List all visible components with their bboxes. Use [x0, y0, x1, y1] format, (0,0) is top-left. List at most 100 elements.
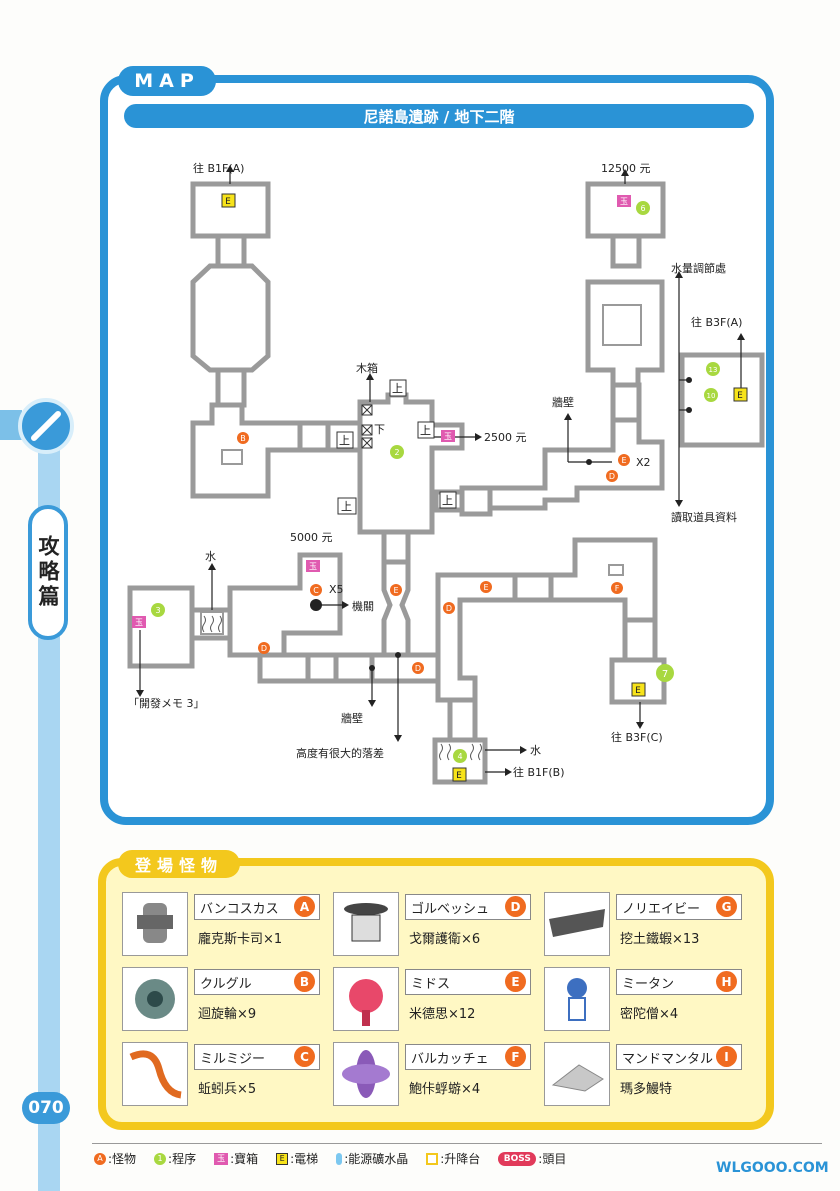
legend-item-lift: :升降台	[426, 1150, 480, 1167]
watermark: WLGOOO.COM	[716, 1160, 829, 1176]
monster-letter-badge: H	[716, 971, 737, 992]
label-to-b1f-a: 往 B1F(A)	[193, 161, 244, 175]
svg-text:4: 4	[457, 752, 462, 761]
svg-text:E: E	[225, 197, 231, 207]
monster-letter-badge: B	[294, 971, 315, 992]
svg-text:10: 10	[707, 392, 716, 400]
legend-item-monster: A:怪物	[94, 1150, 136, 1167]
label-water-left: 水	[205, 550, 216, 563]
chest-markers: 玉 玉 玉 玉	[132, 195, 631, 628]
svg-text:6: 6	[640, 204, 645, 213]
label-water-control: 水量調節處	[671, 261, 726, 275]
monster-cn-name: 蚯蚓兵×5	[198, 1082, 257, 1097]
map-arrows	[139, 172, 742, 773]
up-label: 上	[442, 494, 453, 507]
svg-text:13: 13	[709, 366, 718, 374]
map-title: 尼諾島遺跡 / 地下二階	[124, 104, 754, 128]
monster-letter-badge: C	[294, 1046, 315, 1067]
monster-cn-name: 迴旋輪×9	[198, 1007, 257, 1022]
label-x2: X2	[636, 456, 651, 469]
legend-item-program: 1:程序	[154, 1150, 196, 1167]
svg-text:D: D	[609, 472, 615, 481]
up-label: 上	[420, 424, 431, 437]
up-label: 上	[341, 500, 352, 513]
svg-text:7: 7	[662, 669, 668, 680]
monster-card: ミルミジー C 蚯蚓兵×5	[122, 1042, 330, 1106]
svg-text:C: C	[313, 586, 319, 595]
monster-image	[122, 892, 188, 956]
side-band	[0, 410, 22, 440]
legend-item-boss: BOSS:頭目	[498, 1150, 566, 1167]
monster-letter-badge: G	[716, 896, 737, 917]
legend-item-crystal: :能源礦水晶	[336, 1150, 408, 1167]
svg-text:E: E	[393, 586, 398, 595]
chapter-label: 攻略篇	[36, 535, 60, 610]
legend-item-elevator: E:電梯	[276, 1150, 318, 1167]
svg-text:E: E	[621, 456, 626, 465]
monster-letter-badge: F	[505, 1046, 526, 1067]
up-label: 上	[392, 382, 403, 395]
monster-tab: 登場怪物	[118, 850, 240, 878]
monster-cn-name: 戈爾護衛×6	[409, 932, 481, 947]
label-wall-bottom: 牆壁	[341, 711, 363, 725]
monster-card: ゴルベッシュ D 戈爾護衛×6	[333, 892, 541, 956]
lift-icon	[426, 1152, 439, 1165]
legend: A:怪物 1:程序 玉:寶箱 E:電梯 :能源礦水晶 :升降台 BOSS:頭目	[92, 1143, 822, 1173]
no-entry-icon	[18, 398, 74, 454]
svg-text:E: E	[635, 686, 641, 696]
monster-image	[333, 967, 399, 1031]
monster-image	[544, 1042, 610, 1106]
monster-letter-badge: D	[505, 896, 526, 917]
label-read-item: 讀取道具資料	[671, 510, 737, 524]
monster-image	[544, 967, 610, 1031]
chapter-tab: 攻略篇	[28, 505, 68, 640]
monster-card: ミドス E 米德思×12	[333, 967, 541, 1031]
svg-text:D: D	[446, 604, 452, 613]
svg-text:D: D	[261, 644, 267, 653]
legend-item-chest: 玉:寶箱	[214, 1150, 258, 1167]
monster-card: バンコスカス A 龐克斯卡司×1	[122, 892, 330, 956]
monster-letter-badge: A	[294, 896, 315, 917]
svg-text:D: D	[415, 664, 421, 673]
svg-text:玉: 玉	[135, 618, 143, 627]
svg-text:3: 3	[155, 606, 160, 615]
map-rooms	[127, 181, 765, 785]
svg-text:E: E	[456, 771, 462, 781]
monster-letter-badge: E	[505, 971, 526, 992]
label-money-2500: 2500 元	[484, 431, 527, 444]
svg-text:玉: 玉	[620, 197, 628, 206]
monster-card: マンドマンタル I 瑪多鰻特	[544, 1042, 752, 1106]
monster-image	[333, 1042, 399, 1106]
elevator-markers: E E E E	[221, 193, 748, 782]
monster-cn-name: 挖土鐵蝦×13	[620, 932, 700, 947]
monster-cn-name: 米德思×12	[409, 1007, 476, 1022]
label-x5: X5	[329, 583, 344, 596]
label-to-b1f-b: 往 B1F(B)	[513, 765, 565, 779]
program-icon: 1	[154, 1152, 167, 1165]
label-wooden-box: 木箱	[356, 361, 378, 375]
label-money-12500: 12500 元	[601, 162, 651, 175]
dungeon-map: 上 上 上 下 上 上 玉 玉 玉 玉 E E E E B C D	[127, 161, 765, 785]
monster-image	[122, 1042, 188, 1106]
down-label: 下	[374, 423, 385, 436]
monster-image	[333, 892, 399, 956]
label-money-5000: 5000 元	[290, 531, 333, 544]
crystal-icon	[336, 1152, 343, 1165]
monster-image	[544, 892, 610, 956]
svg-text:2: 2	[394, 448, 399, 457]
svg-text:E: E	[737, 391, 743, 401]
svg-text:F: F	[615, 584, 620, 593]
chest-icon: 玉	[214, 1152, 229, 1165]
monster-card: ミータン H 密陀僧×4	[544, 967, 752, 1031]
svg-text:玉: 玉	[444, 432, 452, 441]
monster-cn-name: 密陀僧×4	[620, 1007, 679, 1022]
monster-letter-badge: I	[716, 1046, 737, 1067]
boss-icon: BOSS	[498, 1151, 537, 1166]
monster-cn-name: 瑪多鰻特	[620, 1082, 673, 1097]
label-wall-top: 牆壁	[552, 395, 574, 409]
label-dev-memo: 「開發メモ 3」	[128, 696, 205, 710]
label-mechanism: 機關	[352, 599, 374, 613]
page-number: 070	[22, 1092, 70, 1124]
monster-markers: B C D D D D E E E F	[237, 432, 630, 674]
monster-cn-name: 龐克斯卡司×1	[198, 932, 283, 947]
